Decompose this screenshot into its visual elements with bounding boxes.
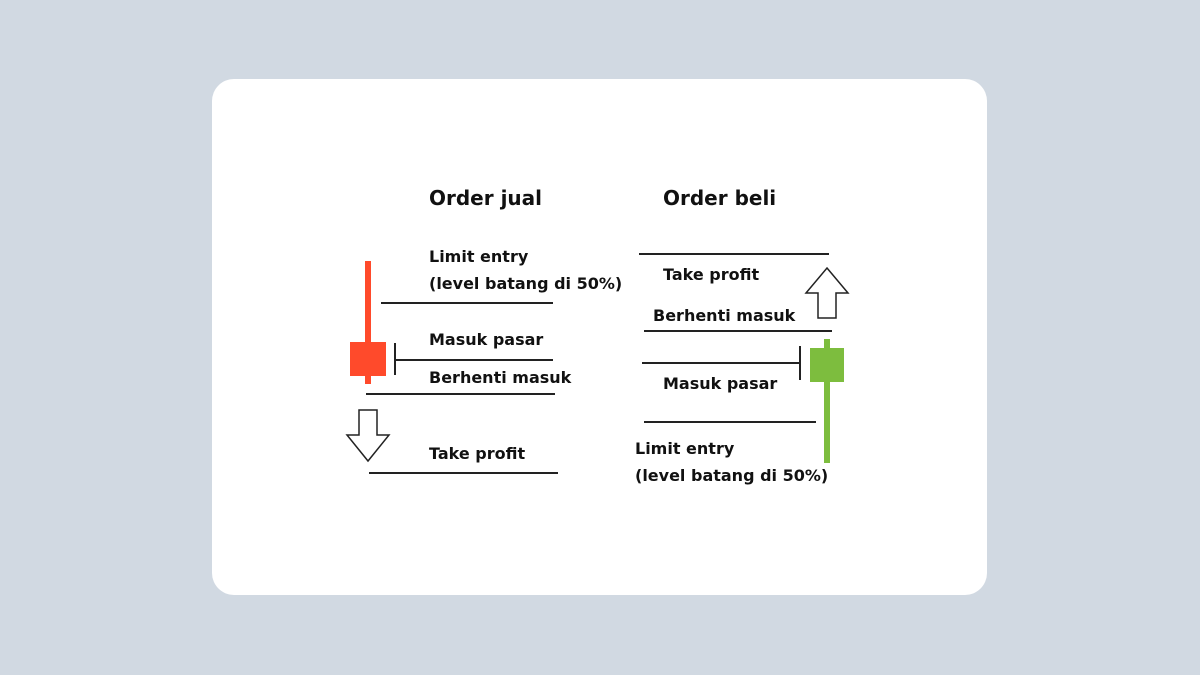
buy-stop-entry-label: Berhenti masuk: [653, 306, 796, 325]
buy-title: Order beli: [663, 186, 777, 210]
buy-limit-entry-label: Limit entry: [635, 439, 735, 458]
buy-limit-entry-sublabel: (level batang di 50%): [635, 466, 829, 485]
buy-market-entry-label: Masuk pasar: [663, 374, 778, 393]
sell-limit-entry-sublabel: (level batang di 50%): [429, 274, 623, 293]
sell-title: Order jual: [429, 186, 543, 210]
down-arrow-icon: [345, 409, 391, 463]
sell-take-profit-label: Take profit: [429, 444, 526, 463]
sell-candle: [350, 261, 386, 384]
sell-stop-entry-label: Berhenti masuk: [429, 368, 572, 387]
sell-market-entry-label: Masuk pasar: [429, 330, 544, 349]
buy-take-profit-label: Take profit: [663, 265, 760, 284]
diagram-card: Order jual Limit entry (level batang di …: [212, 79, 987, 595]
sell-limit-entry-label: Limit entry: [429, 247, 529, 266]
order-types-diagram: [345, 253, 850, 474]
sell-candle-body: [350, 342, 386, 376]
buy-candle-body: [810, 348, 844, 382]
up-arrow-icon: [804, 266, 850, 319]
buy-candle: [810, 339, 844, 463]
